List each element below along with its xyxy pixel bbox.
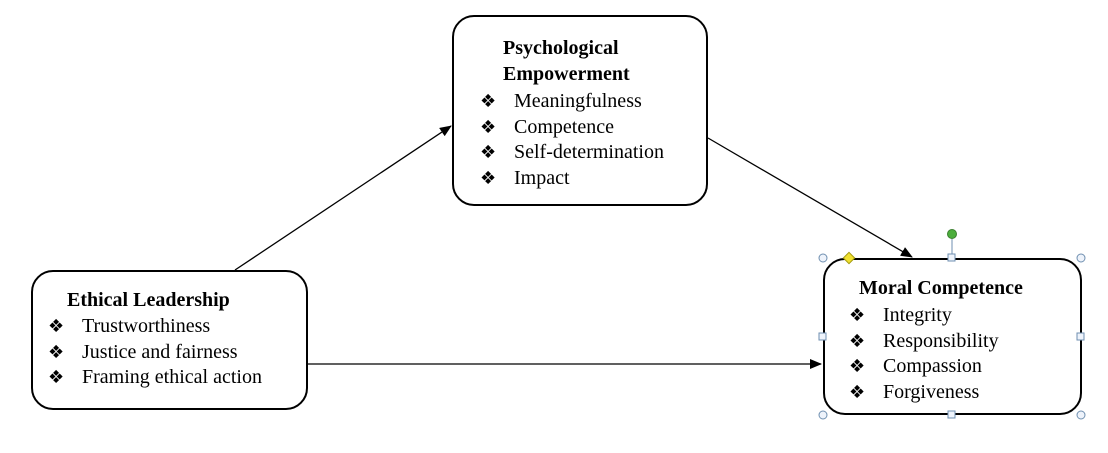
node-ethical-leadership[interactable]: Ethical Leadership ❖Trustworthiness ❖Jus… xyxy=(31,270,308,410)
diamond-bullet-icon: ❖ xyxy=(480,167,497,189)
list-item: ❖Justice and fairness xyxy=(48,340,262,366)
diamond-bullet-icon: ❖ xyxy=(849,330,866,352)
node-psychological-empowerment[interactable]: Psychological Empowerment ❖Meaningfulnes… xyxy=(452,15,708,206)
list-item: ❖Compassion xyxy=(849,354,999,380)
diamond-bullet-icon: ❖ xyxy=(849,356,866,377)
node-title: Moral Competence xyxy=(859,277,1023,299)
diamond-bullet-icon: ❖ xyxy=(48,316,65,337)
list-item: ❖Competence xyxy=(480,115,664,141)
list-item: ❖Self-determination xyxy=(480,140,664,166)
node-item-list: ❖Meaningfulness ❖Competence ❖Self-determ… xyxy=(480,89,664,191)
diamond-bullet-icon: ❖ xyxy=(480,116,497,138)
list-item: ❖Framing ethical action xyxy=(48,365,262,391)
list-item: ❖Trustworthiness xyxy=(48,314,262,340)
list-item: ❖Impact xyxy=(480,166,664,192)
diamond-bullet-icon: ❖ xyxy=(849,381,866,403)
arrow-pe-to-mc[interactable] xyxy=(707,137,913,258)
arrow-el-to-pe[interactable] xyxy=(234,125,452,271)
node-title-line-2: Empowerment xyxy=(503,63,630,85)
node-moral-competence[interactable]: Moral Competence ❖Integrity ❖Responsibil… xyxy=(823,258,1082,415)
node-item-list: ❖Trustworthiness ❖Justice and fairness ❖… xyxy=(48,314,262,391)
list-item: ❖Integrity xyxy=(849,303,999,329)
node-title-line-1: Psychological xyxy=(503,37,619,59)
node-title: Ethical Leadership xyxy=(67,289,230,311)
diamond-bullet-icon: ❖ xyxy=(48,367,65,388)
list-item: ❖Meaningfulness xyxy=(480,89,664,115)
list-item: ❖Responsibility xyxy=(849,329,999,355)
list-item: ❖Forgiveness xyxy=(849,380,999,406)
diamond-bullet-icon: ❖ xyxy=(480,91,497,112)
diamond-bullet-icon: ❖ xyxy=(48,341,65,363)
node-title: Psychological Empowerment xyxy=(503,35,630,87)
diamond-bullet-icon: ❖ xyxy=(480,142,497,163)
node-item-list: ❖Integrity ❖Responsibility ❖Compassion ❖… xyxy=(849,303,999,405)
diamond-bullet-icon: ❖ xyxy=(849,305,866,326)
